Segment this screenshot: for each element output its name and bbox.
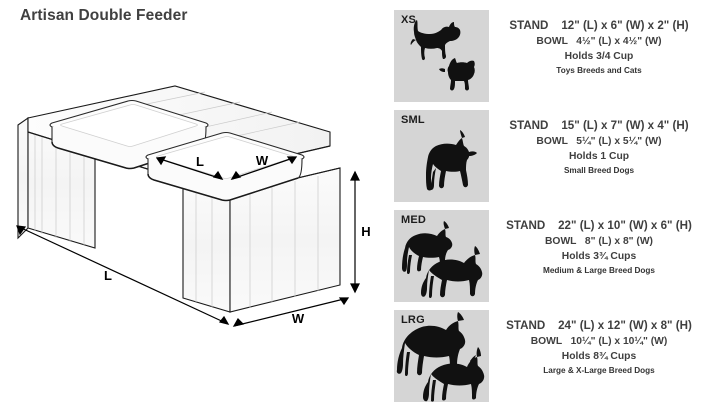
stand-height-arrow: [350, 170, 360, 294]
stand-width-label: W: [292, 311, 305, 326]
stand-length-arrow: [16, 225, 230, 325]
spec-bowl-xs: BOWL 4½" (L) x 4½" (W): [493, 34, 705, 49]
silhouette-panel-xs: XS: [394, 10, 489, 102]
page-title: Artisan Double Feeder: [20, 7, 188, 24]
size-code-sml: SML: [401, 114, 425, 126]
spec-text-med: STAND 22" (L) x 10" (W) x 6" (H) BOWL 8"…: [493, 218, 705, 278]
silhouette-panel-med: MED: [394, 210, 489, 302]
cat-and-toy-dog-icon: [394, 10, 489, 102]
spec-breeds-lrg: Large & X-Large Breed Dogs: [543, 366, 655, 375]
spec-breeds-sml: Small Breed Dogs: [563, 166, 635, 175]
spec-stand-dims-xs: 12" (L) x 6" (W) x 2" (H): [561, 19, 689, 32]
spec-bowl-med: BOWL 8" (L) x 8" (W): [493, 234, 705, 249]
right-bowl: [145, 131, 305, 202]
spec-stand-med: STAND 22" (L) x 10" (W) x 6" (H): [493, 218, 705, 234]
spec-stand-dims-med: 22" (L) x 10" (W) x 6" (H): [558, 219, 692, 232]
bowl-length-label: L: [196, 154, 204, 169]
stand-length-label: L: [104, 268, 112, 283]
spec-bowl-dims-lrg: 10¼" (L) x 10¼" (W): [570, 336, 668, 347]
spec-stand-label-lrg: STAND: [506, 319, 546, 332]
spec-bowl-label-sml: BOWL: [536, 136, 568, 147]
right-bowl-shadow-edge: [147, 173, 299, 202]
two-medium-dogs-icon: [394, 210, 489, 302]
spec-holds-lrg: Holds 8¾ Cups: [561, 351, 637, 362]
silhouette-panel-lrg: LRG: [394, 310, 489, 402]
spec-bowl-label-xs: BOWL: [536, 36, 568, 47]
size-row-med: MED STAND 22" (L) x 10" (W) x 6" (H) BOW…: [385, 210, 705, 302]
spec-stand-label-sml: STAND: [509, 119, 549, 132]
spec-stand-dims-sml: 15" (L) x 7" (W) x 4" (H): [561, 119, 689, 132]
spec-breeds-med: Medium & Large Breed Dogs: [543, 266, 655, 275]
size-row-lrg: LRG STAND 24" (L) x 12" (W) x 8" (H) BOW…: [385, 310, 705, 402]
size-row-xs: XS STAND 12" (L) x 6" (W) x 2" (H) BOWL …: [385, 10, 705, 102]
spec-holds-med: Holds 3¾ Cups: [561, 251, 637, 262]
size-code-med: MED: [401, 214, 427, 226]
stand-right-leg-grain: [195, 176, 319, 308]
small-dog-icon: [394, 110, 489, 202]
size-code-lrg: LRG: [401, 314, 425, 326]
spec-stand-lrg: STAND 24" (L) x 12" (W) x 8" (H): [493, 318, 705, 334]
spec-stand-label-xs: STAND: [509, 19, 549, 32]
spec-holds-xs: Holds 3/4 Cup: [564, 51, 634, 62]
left-bowl: [49, 99, 209, 170]
size-chart: XS STAND 12" (L) x 6" (W) x 2" (H) BOWL …: [385, 0, 705, 413]
spec-bowl-dims-med: 8" (L) x 8" (W): [584, 236, 653, 247]
spec-holds-sml: Holds 1 Cup: [568, 151, 630, 162]
spec-bowl-lrg: BOWL 10¼" (L) x 10¼" (W): [493, 334, 705, 349]
bowl-dimension-arrows: [155, 156, 298, 181]
spec-stand-label-med: STAND: [506, 219, 546, 232]
spec-bowl-sml: BOWL 5¼" (L) x 5¼" (W): [493, 134, 705, 149]
spec-breeds-xs: Toys Breeds and Cats: [556, 66, 642, 75]
spec-bowl-dims-sml: 5¼" (L) x 5¼" (W): [576, 136, 662, 147]
bowl-width-label: W: [256, 153, 269, 168]
two-large-dogs-icon: [394, 310, 489, 402]
silhouette-panel-sml: SML: [394, 110, 489, 202]
spec-stand-dims-lrg: 24" (L) x 12" (W) x 8" (H): [558, 319, 692, 332]
spec-text-lrg: STAND 24" (L) x 12" (W) x 8" (H) BOWL 10…: [493, 318, 705, 378]
size-row-sml: SML STAND 15" (L) x 7" (W) x 4" (H) BOWL…: [385, 110, 705, 202]
left-bowl-shadow-edge: [51, 141, 203, 170]
size-code-xs: XS: [401, 14, 417, 26]
spec-text-xs: STAND 12" (L) x 6" (W) x 2" (H) BOWL 4½"…: [493, 18, 705, 78]
spec-text-sml: STAND 15" (L) x 7" (W) x 4" (H) BOWL 5¼"…: [493, 118, 705, 178]
spec-bowl-label-lrg: BOWL: [530, 336, 562, 347]
spec-stand-sml: STAND 15" (L) x 7" (W) x 4" (H): [493, 118, 705, 134]
stand-width-arrow: [232, 297, 350, 327]
spec-bowl-label-med: BOWL: [545, 236, 577, 247]
stand-height-label: H: [361, 224, 370, 239]
spec-stand-xs: STAND 12" (L) x 6" (W) x 2" (H): [493, 18, 705, 34]
spec-bowl-dims-xs: 4½" (L) x 4½" (W): [576, 36, 662, 47]
product-illustration: L W L W H: [0, 80, 380, 330]
